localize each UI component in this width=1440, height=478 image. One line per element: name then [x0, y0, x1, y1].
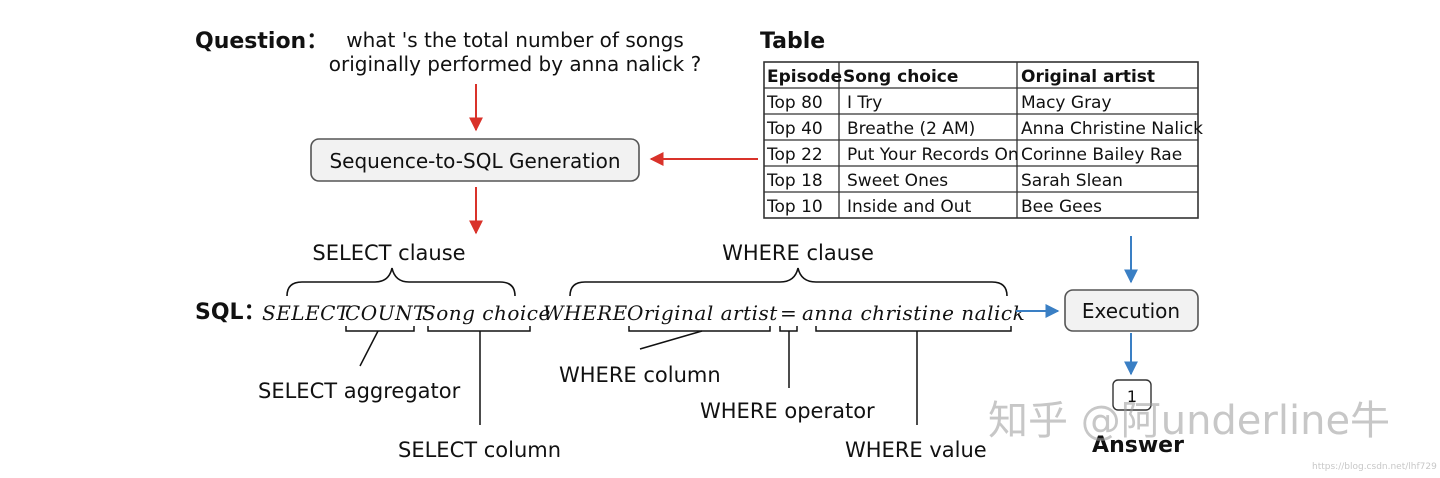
count-bracket — [345, 326, 415, 332]
table-header-song-choice: Song choice — [843, 67, 958, 87]
table-cell: Top 18 — [766, 171, 823, 191]
table-cell: Top 40 — [766, 119, 823, 139]
table-cell: Anna Christine Nalick — [1021, 119, 1203, 139]
execution-box-label: Execution — [1082, 299, 1180, 323]
answer-value: 1 — [1127, 387, 1137, 406]
select-clause-label: SELECT clause — [312, 241, 465, 265]
table-cell: Corinne Bailey Rae — [1021, 145, 1182, 165]
where-column-connector — [639, 330, 703, 350]
where-column-label: WHERE column — [559, 363, 721, 387]
sql-token-song-choice: Song choice — [422, 301, 551, 325]
where-operator-label: WHERE operator — [700, 399, 875, 423]
generation-box-label: Sequence-to-SQL Generation — [329, 149, 620, 173]
generation-box — [310, 138, 640, 182]
table-cell: Top 10 — [766, 197, 823, 217]
sql-token-original-artist: Original artist — [627, 301, 778, 325]
table-cell: Macy Gray — [1021, 93, 1112, 113]
table-cell: Top 22 — [766, 145, 823, 165]
table-cell: Sweet Ones — [847, 171, 948, 191]
table-cell: Inside and Out — [847, 197, 972, 217]
sql-token-value: anna christine nalick — [802, 301, 1025, 325]
equals-bracket — [779, 326, 798, 332]
select-aggregator-label: SELECT aggregator — [258, 379, 461, 403]
table-cell: Top 80 — [766, 93, 823, 113]
table-title: Table — [760, 29, 825, 54]
question-label: Question： — [195, 29, 328, 54]
table-header-original-artist: Original artist — [1021, 67, 1155, 87]
song-choice-bracket — [427, 326, 531, 332]
table-header-episode: Episode — [767, 67, 842, 87]
question-text-line2: originally performed by anna nalick ? — [329, 52, 701, 76]
answer-box — [1112, 379, 1152, 411]
sql-token-select: SELECT — [262, 301, 351, 325]
where-clause-brace — [569, 267, 1008, 297]
question-text-line1: what 's the total number of songs — [346, 28, 684, 52]
execution-box — [1064, 289, 1199, 332]
sql-token-count: COUNT — [345, 301, 428, 325]
value-bracket — [815, 326, 1012, 332]
select-aggregator-connector — [359, 330, 379, 367]
table-cell: Breathe (2 AM) — [847, 119, 975, 139]
watermark-url: https://blog.csdn.net/lhf729 — [1312, 462, 1437, 472]
sql-token-where: WHERE — [543, 301, 628, 325]
data-table: Episode Song choice Original artist Top … — [763, 61, 1203, 219]
watermark-zhihu: 知乎 @阿underline牛 — [988, 398, 1390, 444]
answer-label: Answer — [1092, 433, 1184, 458]
select-clause-brace — [286, 267, 516, 297]
table-cell: I Try — [847, 93, 882, 113]
select-column-label: SELECT column — [398, 438, 561, 462]
sql-label: SQL： — [195, 300, 266, 325]
table-cell: Sarah Slean — [1021, 171, 1123, 191]
table-cell: Bee Gees — [1021, 197, 1102, 217]
sql-token-equals: = — [780, 301, 797, 325]
table-cell: Put Your Records On — [847, 145, 1019, 165]
original-artist-bracket — [628, 326, 771, 332]
where-clause-label: WHERE clause — [722, 241, 874, 265]
where-value-label: WHERE value — [845, 438, 987, 462]
